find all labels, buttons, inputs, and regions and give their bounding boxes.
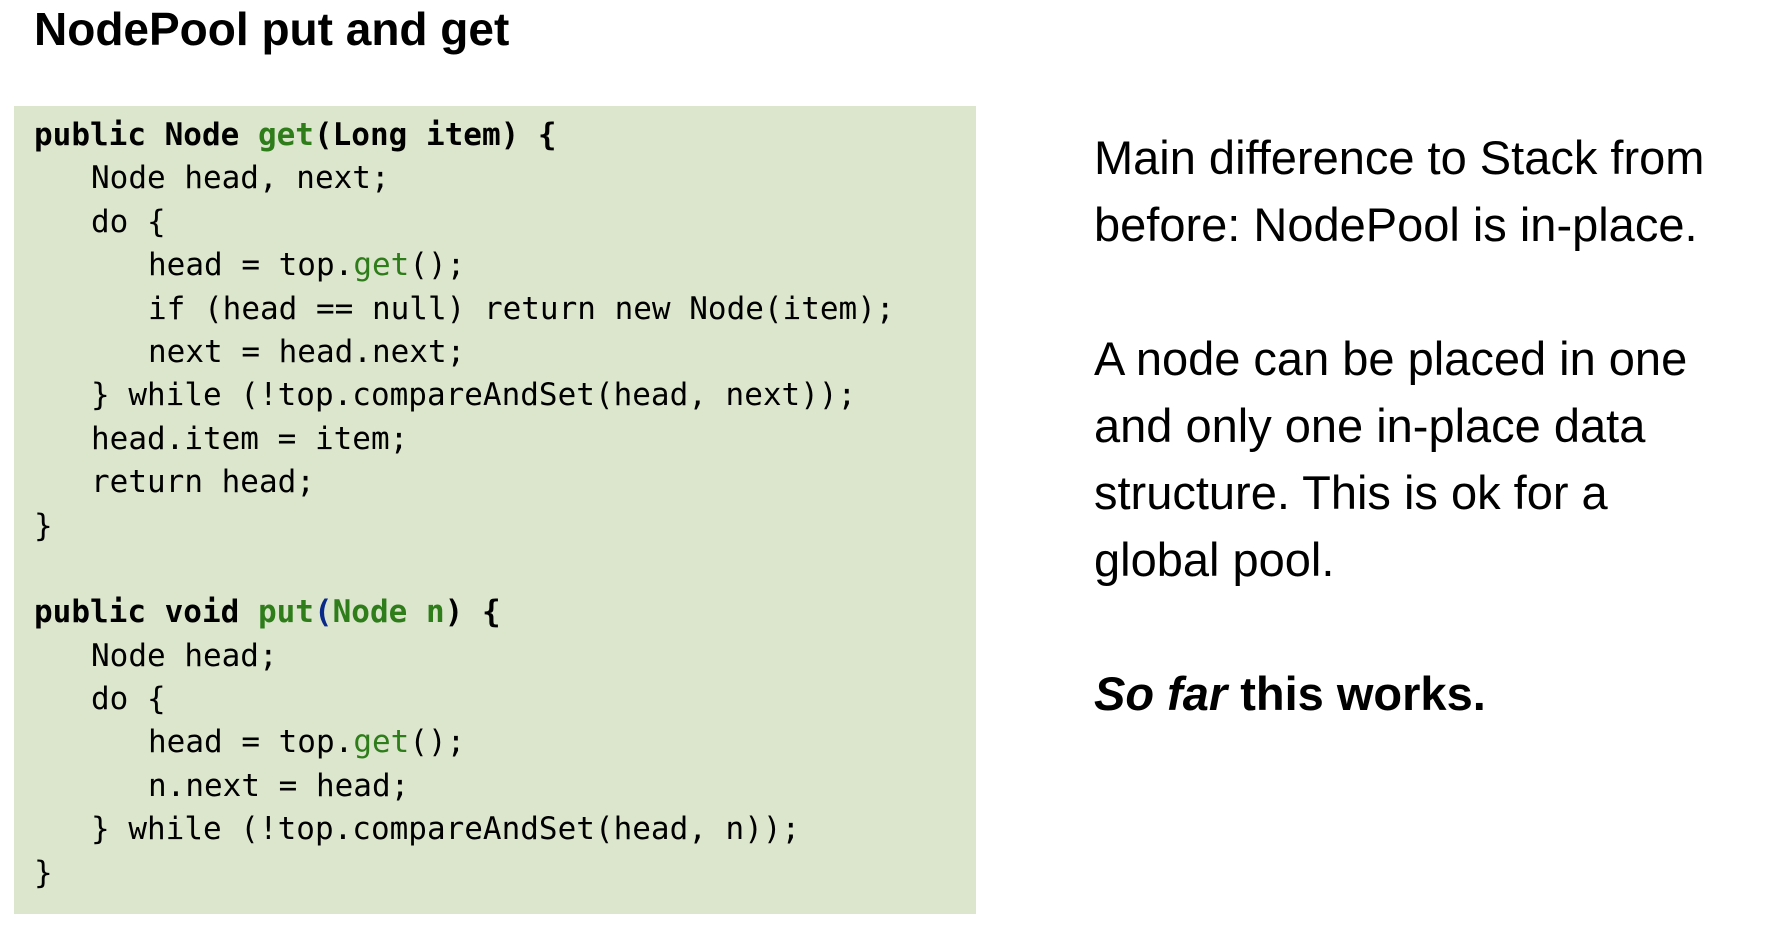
code-line: } — [34, 507, 53, 544]
code-line: } — [34, 854, 53, 891]
code-block: public Node get(Long item) { Node head, … — [14, 106, 976, 914]
code-line: if (head == null) return new Node(item); — [148, 290, 895, 327]
notes-conclusion: So far this works. — [1094, 660, 1774, 727]
notes-panel: Main difference to Stack from before: Nod… — [1094, 124, 1774, 794]
code-line: do { — [91, 681, 166, 718]
notes-line: before: NodePool is in-place. — [1094, 198, 1698, 251]
code-line: Node head; — [91, 637, 278, 674]
notes-line: and only one in-place data — [1094, 399, 1646, 452]
code-line: do { — [91, 203, 166, 240]
code-text: ) { — [444, 594, 501, 631]
code-line: n.next = head; — [148, 767, 410, 804]
slide-title: NodePool put and get — [34, 3, 510, 55]
code-line: Node head, next; — [91, 160, 390, 197]
code-line: head.item = item; — [91, 420, 409, 457]
code-keyword: public void — [34, 594, 258, 631]
code-line: } while (!top.compareAndSet(head, n)); — [91, 811, 801, 848]
notes-paragraph-2: A node can be placed in one and only one … — [1094, 325, 1774, 593]
code-line-put-signature: public void put(Node n) { — [34, 591, 976, 634]
code-params: (Long item) { — [313, 117, 557, 153]
code-method-name: put — [257, 594, 314, 631]
code-text: (); — [409, 724, 466, 761]
code-line: next = head.next; — [148, 333, 466, 370]
code-line: } while (!top.compareAndSet(head, next))… — [91, 377, 857, 414]
notes-line: global pool. — [1094, 533, 1335, 586]
code-line: return head; — [91, 464, 315, 501]
notes-line: A node can be placed in one — [1094, 332, 1688, 385]
notes-emphasis: So far — [1094, 667, 1228, 720]
notes-line: structure. This is ok for a — [1094, 466, 1608, 519]
code-line: head = top.get(); — [34, 244, 976, 287]
code-line-get-signature: public Node get(Long item) { — [34, 114, 976, 157]
code-text: head = top. — [148, 724, 354, 761]
code-text: (); — [409, 247, 466, 284]
code-method-name: get — [257, 117, 314, 153]
code-params: Node n — [332, 594, 445, 631]
code-line: head = top.get(); — [34, 721, 976, 764]
code-method-call: get — [353, 724, 410, 761]
code-text: head = top. — [148, 247, 354, 284]
code-keyword: public Node — [34, 117, 258, 153]
code-method-call: get — [353, 247, 410, 284]
notes-line: Main difference to Stack from — [1094, 131, 1705, 184]
notes-conclusion-text: this works. — [1227, 667, 1486, 720]
notes-paragraph-1: Main difference to Stack from before: Nod… — [1094, 124, 1774, 258]
code-blank-line — [34, 548, 976, 591]
code-paren: ( — [313, 594, 333, 631]
